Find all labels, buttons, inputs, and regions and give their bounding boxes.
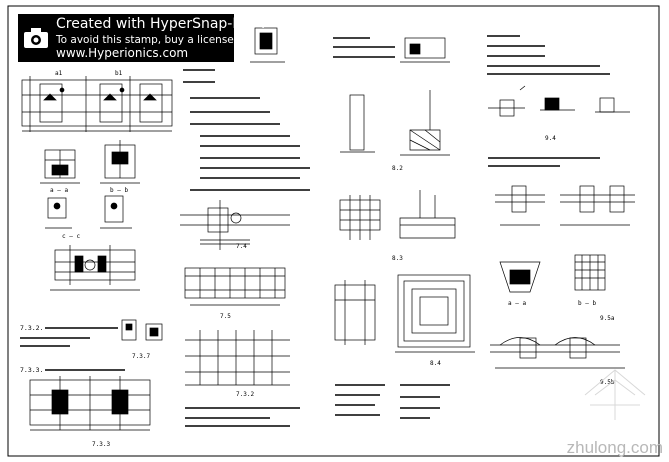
label-right-b-b: b — b [578, 300, 596, 307]
label-9-5a: 9.5a [600, 315, 615, 322]
detail-8-4 [334, 274, 475, 353]
label-7-3-2: 7.3.2 [236, 391, 254, 398]
zhulong-logo-graphic [584, 369, 646, 420]
label-b-b: b — b [110, 187, 128, 194]
detail-8-2 [340, 90, 450, 156]
section-aa-bb-right [499, 254, 606, 293]
detail-9-5b [490, 337, 625, 369]
label-9-4: 9.4 [545, 135, 556, 142]
detail-9-4 [488, 85, 630, 117]
label-7-3-3: 7.3.3 [92, 441, 110, 448]
detail-7-3-3 [29, 376, 151, 431]
stamp-line-1: Created with HyperSnap-DX 4 [56, 16, 267, 32]
detail-8-3 [339, 190, 456, 240]
legend-lines [183, 57, 310, 191]
stamp-line-3: www.Hyperionics.com [56, 46, 189, 60]
label-8-4: 8.4 [430, 360, 441, 367]
label-8-2: 8.2 [392, 165, 403, 172]
sheet-border [7, 5, 660, 457]
text-7-3-3: 7.3.3. [20, 366, 43, 374]
section-b-b [100, 140, 140, 184]
label-7-5: 7.5 [220, 313, 231, 320]
camera-icon [24, 28, 48, 48]
left-top-detail [21, 76, 173, 132]
section-pair-2 [45, 195, 132, 229]
label-7-3-7: 7.3.7 [132, 353, 150, 360]
section-a-a [40, 149, 80, 184]
detail-7-3-7 [121, 319, 163, 341]
label-7-4: 7.4 [236, 243, 247, 250]
label-9-5b: 9.5b [600, 379, 615, 386]
label-right-a-a: a — a [508, 300, 526, 307]
svg-text:a1: a1 [55, 70, 63, 77]
stamp-line-2: To avoid this stamp, buy a license at [56, 34, 248, 46]
left-middle-detail [50, 245, 140, 291]
svg-text:b1: b1 [115, 70, 123, 77]
legend-box [250, 27, 285, 63]
detail-7-4 [180, 200, 290, 250]
detail-9-5a [495, 185, 635, 226]
detail-7-3-2 [185, 330, 290, 386]
label-8-3: 8.3 [392, 255, 403, 262]
hypersnap-stamp: Created with HyperSnap-DX 4 To avoid thi… [18, 14, 266, 62]
detail-8-1 [400, 37, 450, 63]
zhulong-watermark: zhulong.com [566, 438, 663, 457]
detail-7-5 [184, 267, 286, 306]
label-a-a: a — a [50, 187, 68, 194]
text-7-3-2: 7.3.2. [20, 324, 43, 332]
label-c-c: c — c [62, 233, 80, 240]
